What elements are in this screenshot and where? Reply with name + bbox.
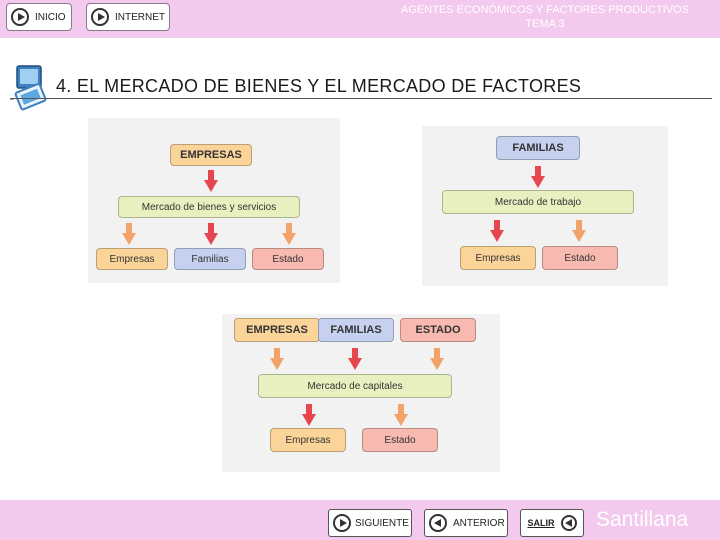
back-icon xyxy=(429,514,447,532)
internet-label: INTERNET xyxy=(115,11,165,23)
result-box: Estado xyxy=(252,248,324,270)
inicio-button[interactable]: INICIO xyxy=(6,3,72,31)
header-title-line2: TEMA 3 xyxy=(525,18,565,30)
market-box: Mercado de capitales xyxy=(258,374,452,398)
empresas-box: EMPRESAS xyxy=(234,318,320,342)
down-arrow-icon xyxy=(531,166,545,188)
down-arrow-icon xyxy=(204,223,218,245)
result-box: Familias xyxy=(174,248,246,270)
result-box: Empresas xyxy=(460,246,536,270)
result-box: Empresas xyxy=(96,248,168,270)
section-title: 4. EL MERCADO DE BIENES Y EL MERCADO DE … xyxy=(56,76,582,96)
labour-market-diagram: FAMILIAS Mercado de trabajo Empresas Est… xyxy=(422,126,668,286)
next-button[interactable]: SIGUIENTE xyxy=(328,509,412,537)
down-arrow-icon xyxy=(270,348,284,370)
play-icon xyxy=(91,8,109,26)
internet-button[interactable]: INTERNET xyxy=(86,3,170,31)
down-arrow-icon xyxy=(348,348,362,370)
market-box: Mercado de bienes y servicios xyxy=(118,196,300,218)
result-box: Empresas xyxy=(270,428,346,452)
header-title-line1: AGENTES ECONÓMICOS Y FACTORES PRODUCTIVO… xyxy=(401,4,689,16)
exit-button[interactable]: SALIR xyxy=(520,509,584,537)
play-icon xyxy=(11,8,29,26)
down-arrow-icon xyxy=(430,348,444,370)
inicio-label: INICIO xyxy=(35,11,66,23)
down-arrow-icon xyxy=(490,220,504,242)
monitor-icon xyxy=(10,65,47,111)
title-divider xyxy=(10,98,712,99)
goods-market-diagram: EMPRESAS Mercado de bienes y servicios E… xyxy=(88,118,340,283)
capital-market-diagram: EMPRESAS FAMILIAS ESTADO Mercado de capi… xyxy=(222,314,500,472)
exit-label: SALIR xyxy=(527,518,555,528)
down-arrow-icon xyxy=(302,404,316,426)
result-box: Estado xyxy=(362,428,438,452)
page-header-title: AGENTES ECONÓMICOS Y FACTORES PRODUCTIVO… xyxy=(380,3,710,31)
previous-button[interactable]: ANTERIOR xyxy=(424,509,508,537)
down-arrow-icon xyxy=(394,404,408,426)
down-arrow-icon xyxy=(282,223,296,245)
down-arrow-icon xyxy=(204,170,218,192)
down-arrow-icon xyxy=(572,220,586,242)
familias-box: FAMILIAS xyxy=(318,318,394,342)
brand-logo: Santillana xyxy=(596,508,689,531)
back-icon xyxy=(560,515,577,531)
play-icon xyxy=(333,514,351,532)
down-arrow-icon xyxy=(122,223,136,245)
previous-label: ANTERIOR xyxy=(453,517,505,529)
result-box: Estado xyxy=(542,246,618,270)
familias-box: FAMILIAS xyxy=(496,136,580,160)
market-box: Mercado de trabajo xyxy=(442,190,634,214)
empresas-box: EMPRESAS xyxy=(170,144,252,166)
next-label: SIGUIENTE xyxy=(355,517,409,529)
estado-box: ESTADO xyxy=(400,318,476,342)
